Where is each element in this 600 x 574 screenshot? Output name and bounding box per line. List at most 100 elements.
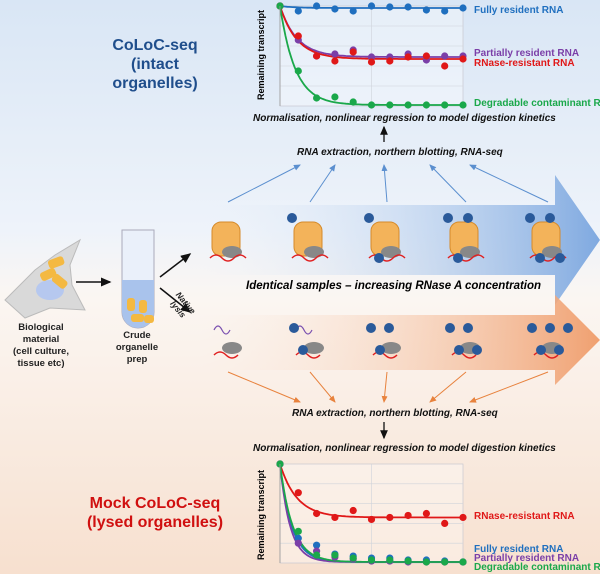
data-point: [367, 58, 376, 66]
intact-sample-5: [525, 213, 567, 263]
data-point: [386, 57, 394, 65]
legend-top-fully-resident: Fully resident RNA: [474, 5, 564, 16]
data-point: [441, 519, 449, 528]
ribosome: [460, 246, 480, 258]
rna-strand: [213, 351, 239, 359]
data-point: [367, 53, 376, 61]
ribosome: [222, 342, 242, 354]
rnase-icon: [366, 323, 376, 333]
rnase-icon: [527, 323, 537, 333]
data-point: [441, 52, 449, 60]
data-point: [386, 556, 394, 564]
legend-bottom-partially-resident: Partially resident RNA: [474, 553, 580, 564]
data-point: [404, 101, 412, 109]
blue-arrow: [309, 164, 336, 203]
data-point: [294, 67, 302, 75]
rnase-icon: [364, 213, 374, 223]
lysed-sample-5: [527, 323, 573, 359]
rna-strand: [291, 254, 329, 262]
data-point: [313, 509, 321, 518]
ribosome: [304, 246, 324, 258]
arrow-to-intact: [159, 253, 192, 278]
bottom-y-axis-label: Remaining transcript: [256, 469, 266, 560]
data-point: [459, 101, 467, 109]
ribosome: [381, 246, 401, 258]
data-point: [294, 7, 302, 15]
data-point: [331, 513, 339, 522]
rnase-icon: [536, 345, 546, 355]
rnase-icon: [443, 213, 453, 223]
lysed-sample-3: [366, 323, 401, 359]
extraction-top-label: RNA extraction, northern blotting, RNA-s…: [297, 147, 503, 158]
legend-top-partially-resident: Partially resident RNA: [474, 48, 580, 59]
orange-arrow: [227, 371, 301, 403]
orange-band-arrow: [200, 295, 600, 385]
coloc-seq-title: CoLoC-seq(intact organelles): [112, 37, 198, 92]
data-point: [459, 4, 467, 12]
data-point: [313, 551, 321, 559]
data-point: [331, 551, 339, 559]
data-point: [331, 5, 339, 13]
data-point: [404, 3, 412, 11]
rnase-icon: [287, 213, 297, 223]
lysed-sample-4: [445, 323, 482, 359]
data-point: [386, 513, 394, 522]
data-point: [367, 2, 376, 10]
lysed-sample-1: [213, 325, 242, 359]
rnase-icon: [545, 213, 555, 223]
data-point: [459, 558, 467, 566]
legend-bottom-rnase-resistant: RNase-resistant RNA: [474, 511, 575, 522]
data-point: [349, 554, 357, 562]
data-point: [331, 93, 339, 101]
rnase-icon: [472, 345, 482, 355]
data-point: [331, 57, 339, 65]
orange-arrow: [469, 371, 549, 403]
intact-sample-3: [364, 213, 406, 263]
orange-arrow: [381, 371, 388, 403]
arrow-to-lysed: [159, 287, 192, 313]
rnase-icon: [535, 253, 545, 263]
rna-fragment: [213, 325, 231, 335]
ribosome: [304, 342, 324, 354]
rnase-icon: [454, 345, 464, 355]
blue-arrow: [429, 164, 467, 203]
rnase-icon: [555, 253, 565, 263]
data-point: [422, 558, 430, 566]
data-point: [441, 101, 449, 109]
data-point: [313, 52, 321, 60]
data-point: [367, 101, 376, 109]
lysed-sample-2: [289, 323, 324, 359]
data-point: [422, 6, 430, 14]
intact-sample-4: [443, 213, 485, 263]
blue-arrow: [469, 164, 549, 203]
data-point: [313, 2, 321, 10]
legend-bottom-degradable: Degradable contaminant RNA: [474, 562, 600, 573]
data-point: [367, 556, 376, 564]
data-point: [349, 7, 357, 15]
legend-bottom-fully-resident: Fully resident RNA: [474, 544, 564, 555]
normalisation-top-label: Normalisation, nonlinear regression to m…: [253, 113, 556, 124]
rnase-icon: [453, 253, 463, 263]
data-point: [386, 3, 394, 11]
data-point: [331, 50, 339, 58]
blue-arrow: [227, 164, 301, 203]
data-point: [349, 98, 357, 106]
data-point: [441, 7, 449, 15]
rnase-icon: [374, 253, 384, 263]
data-point: [294, 32, 302, 40]
chart-1: [276, 460, 467, 566]
data-point: [441, 62, 449, 70]
normalisation-bottom-label: Normalisation, nonlinear regression to m…: [253, 443, 556, 454]
rnase-icon: [289, 323, 299, 333]
data-point: [422, 52, 430, 60]
data-point: [404, 557, 412, 565]
rnase-icon: [545, 323, 555, 333]
extraction-bottom-label: RNA extraction, northern blotting, RNA-s…: [292, 408, 498, 419]
blue-arrow: [381, 164, 388, 203]
data-point: [313, 94, 321, 102]
rnase-icon: [298, 345, 308, 355]
data-point: [294, 534, 302, 542]
data-point: [422, 509, 430, 518]
